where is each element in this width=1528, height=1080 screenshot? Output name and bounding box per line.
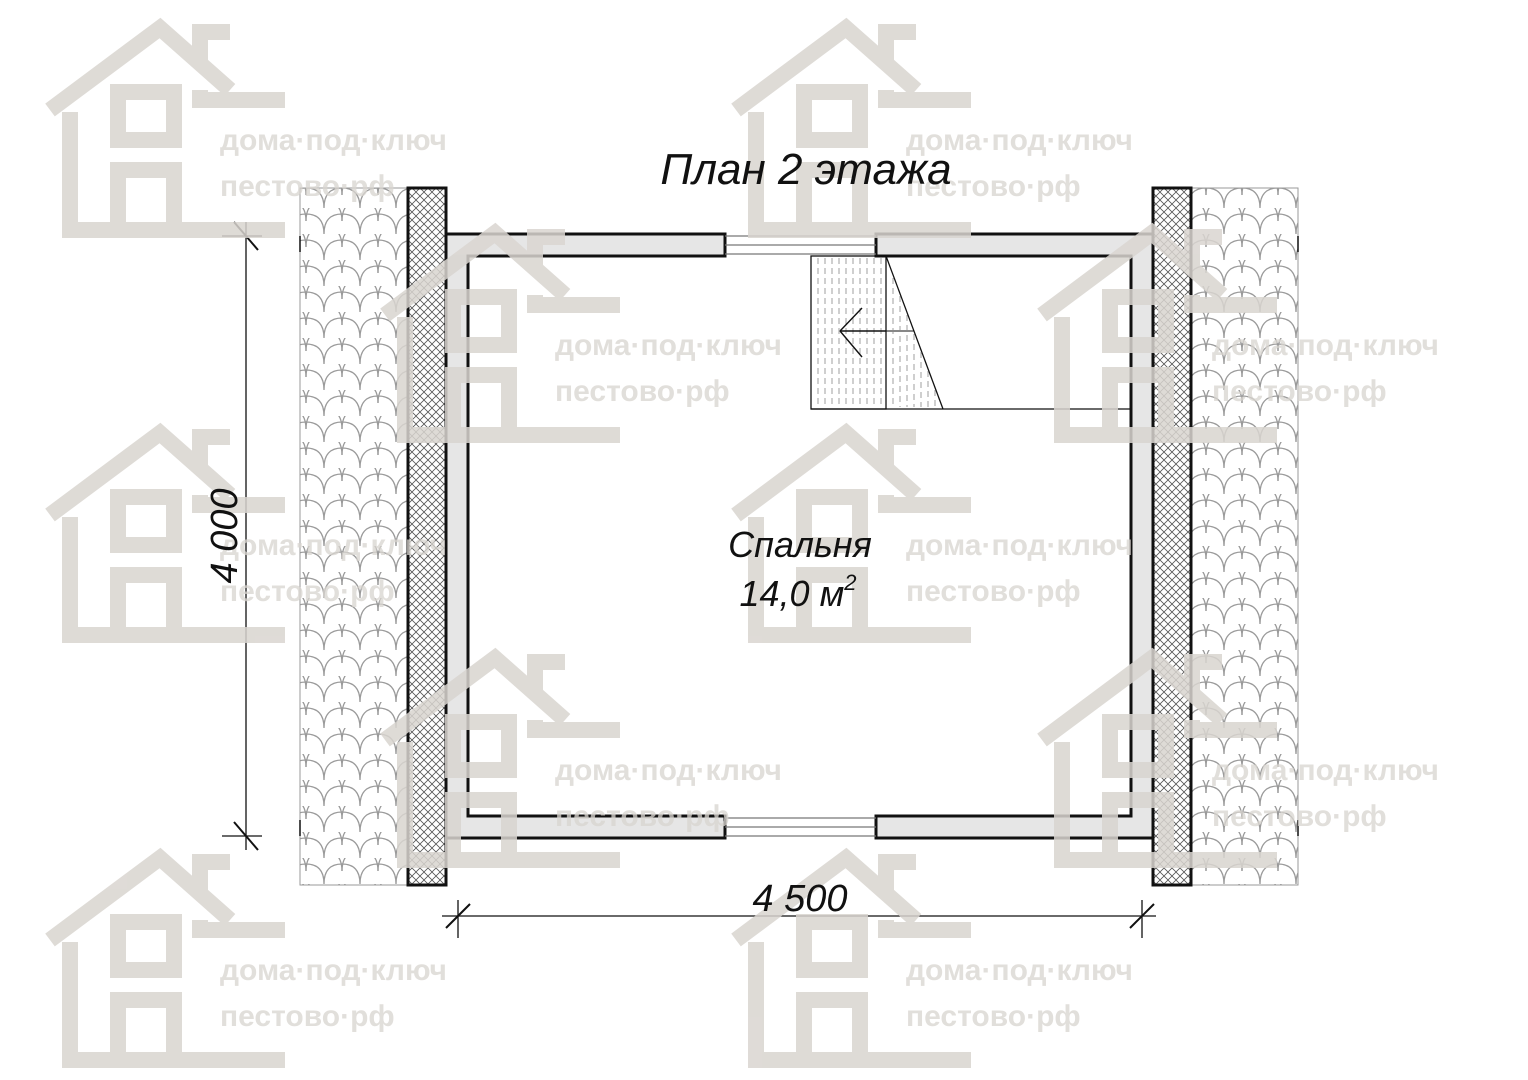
room-area-unit-sup: 2 — [843, 570, 856, 595]
house-logo-icon — [731, 17, 971, 238]
watermark-2: дома·под·ключ пестово·рф — [731, 17, 1133, 238]
watermark-text-line2: пестово·рф — [906, 1000, 1081, 1033]
window-bottom — [725, 817, 876, 837]
watermark-text-line1: дома·под·ключ — [1212, 754, 1439, 787]
room-area: 14,0 м2 — [740, 570, 857, 614]
staircase — [810, 255, 1131, 410]
house-logo-icon — [1037, 222, 1277, 443]
watermark-9: дома·под·ключ пестово·рф — [45, 847, 447, 1068]
watermark-10: дома·под·ключ пестово·рф — [731, 847, 1133, 1068]
room-name: Спальня — [728, 524, 872, 565]
house-logo-icon — [45, 847, 285, 1068]
watermark-3: дома·под·ключ пестово·рф — [380, 222, 782, 443]
watermark-text-line1: дома·под·ключ — [906, 529, 1133, 562]
watermark-text-line2: пестово·рф — [220, 575, 395, 608]
watermark-text-line1: дома·под·ключ — [220, 954, 447, 987]
watermark-text-line1: дома·под·ключ — [220, 124, 447, 157]
watermark-text-line1: дома·под·ключ — [220, 529, 447, 562]
watermark-8: дома·под·ключ пестово·рф — [1037, 647, 1439, 868]
room-area-value: 14,0 м — [740, 573, 845, 614]
watermark-6: дома·под·ключ пестово·рф — [731, 422, 1133, 643]
watermark-text-line1: дома·под·ключ — [906, 124, 1133, 157]
house-logo-icon — [731, 422, 971, 643]
dimension-height-label: 4 000 — [204, 488, 246, 583]
watermark-text-line2: пестово·рф — [1212, 800, 1387, 833]
roof-edge-ticks — [299, 236, 1299, 836]
watermark-text-line2: пестово·рф — [220, 170, 395, 203]
house-logo-icon — [45, 422, 285, 643]
watermark-text-line2: пестово·рф — [1212, 375, 1387, 408]
watermark-text-line2: пестово·рф — [906, 575, 1081, 608]
plan-title: План 2 этажа — [660, 145, 951, 194]
watermark-text-line1: дома·под·ключ — [555, 754, 782, 787]
watermark-text-line2: пестово·рф — [555, 800, 730, 833]
watermark-text-line1: дома·под·ключ — [1212, 329, 1439, 362]
watermark-text-line1: дома·под·ключ — [555, 329, 782, 362]
watermark-1: дома·под·ключ пестово·рф — [45, 17, 447, 238]
house-logo-icon — [731, 847, 971, 1068]
watermark-text-line2: пестово·рф — [906, 170, 1081, 203]
watermark-layer: дома·под·ключ пестово·рф дома·под·ключ пест… — [45, 17, 1439, 1068]
watermark-text-line2: пестово·рф — [555, 375, 730, 408]
watermark-4: дома·под·ключ пестово·рф — [1037, 222, 1439, 443]
dimension-width-label: 4 500 — [752, 878, 847, 920]
watermark-7: дома·под·ключ пестово·рф — [380, 647, 782, 868]
house-logo-icon — [380, 222, 620, 443]
watermark-text-line2: пестово·рф — [220, 1000, 395, 1033]
house-logo-icon — [1037, 647, 1277, 868]
watermark-text-line1: дома·под·ключ — [906, 954, 1133, 987]
insulated-wall-left — [406, 186, 448, 887]
watermark-5: дома·под·ключ пестово·рф — [45, 422, 447, 643]
house-logo-icon — [380, 647, 620, 868]
house-logo-icon — [45, 17, 285, 238]
window-top — [725, 235, 876, 255]
